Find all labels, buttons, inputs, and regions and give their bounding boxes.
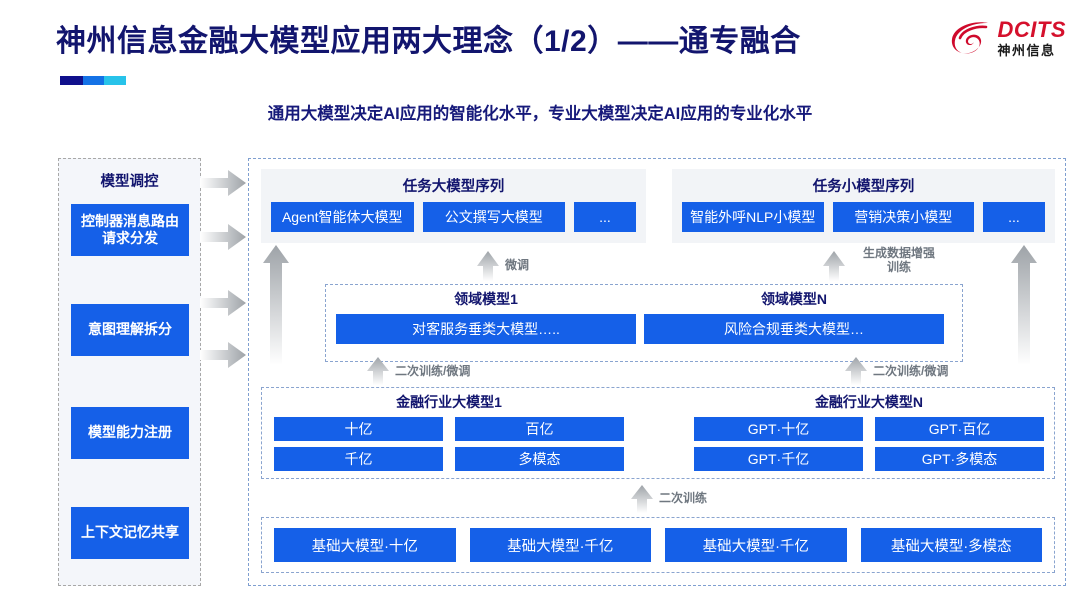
flow-arrow-up-retrain-left: [367, 357, 389, 385]
industry-model-1-grid: 十亿 百亿 千亿 多模态: [274, 417, 624, 471]
industry-model-1: 金融行业大模型1 十亿 百亿 千亿 多模态: [274, 392, 624, 471]
chip-more-large-models[interactable]: ...: [574, 202, 636, 232]
flow-arrow-up-data-augment: [823, 251, 845, 281]
flow-arrow-up-right-tall: [1011, 245, 1037, 365]
accent-segment-2: [83, 76, 105, 85]
logo-cn-label: 神州信息: [997, 43, 1056, 58]
logo-en-label: DCITS: [997, 17, 1066, 42]
base-model-2[interactable]: 基础大模型·千亿: [469, 528, 651, 562]
task-large-model-sequence: 任务大模型序列 Agent智能体大模型 公文撰写大模型 ...: [261, 169, 646, 243]
task-large-model-chip-row: Agent智能体大模型 公文撰写大模型 ...: [261, 196, 646, 232]
domain-model-1: 领域模型1 对客服务垂类大模型…..: [336, 289, 636, 344]
industry-model-n: 金融行业大模型N GPT·十亿 GPT·百亿 GPT·千亿 GPT·多模态: [694, 392, 1044, 471]
industry-model-n-cell-4[interactable]: GPT·多模态: [875, 447, 1044, 471]
logo-swirl-icon: [951, 22, 988, 54]
base-model-4[interactable]: 基础大模型·多模态: [860, 528, 1042, 562]
dcits-logo: DCITS 神州信息: [948, 18, 1067, 58]
flow-arrow-up-left-tall: [263, 245, 289, 365]
industry-model-n-title: 金融行业大模型N: [814, 394, 924, 410]
chip-agent-large-model[interactable]: Agent智能体大模型: [271, 202, 414, 232]
industry-model-1-cell-1[interactable]: 十亿: [274, 417, 443, 441]
chip-marketing-decision-small-model[interactable]: 营销决策小模型: [832, 202, 974, 232]
industry-model-frame: 金融行业大模型1 十亿 百亿 千亿 多模态 金融行业大模型N GPT·十亿 GP…: [261, 387, 1055, 479]
flow-arrow-up-retrain-center: [631, 485, 653, 513]
flow-arrow-up-fine-tune: [477, 251, 499, 281]
flow-arrow-right-3: [200, 290, 246, 316]
base-model-frame: 基础大模型·十亿 基础大模型·千亿 基础大模型·千亿 基础大模型·多模态: [261, 517, 1055, 573]
industry-model-1-cell-4[interactable]: 多模态: [455, 447, 624, 471]
model-control-sidebar: 模型调控 控制器消息路由请求分发 意图理解拆分 模型能力注册 上下文记忆共享: [58, 158, 201, 586]
task-small-model-chip-row: 智能外呼NLP小模型 营销决策小模型 ...: [672, 196, 1055, 232]
architecture-panel: 任务大模型序列 Agent智能体大模型 公文撰写大模型 ... 任务小模型序列 …: [248, 158, 1066, 586]
arrow-label-retrain-tune-right: 二次训练/微调: [873, 364, 949, 378]
sidebar-item-context-memory[interactable]: 上下文记忆共享: [71, 507, 189, 559]
accent-bar: [60, 76, 126, 85]
chip-document-writing-model[interactable]: 公文撰写大模型: [422, 202, 565, 232]
domain-model-frame: 领域模型1 对客服务垂类大模型….. 领域模型N 风险合规垂类大模型…: [325, 284, 963, 362]
flow-arrow-right-2: [200, 224, 246, 250]
domain-model-1-box[interactable]: 对客服务垂类大模型…..: [336, 314, 636, 344]
base-model-3[interactable]: 基础大模型·千亿: [665, 528, 847, 562]
industry-model-1-cell-3[interactable]: 千亿: [274, 447, 443, 471]
arrow-label-data-augment-line2: 训练: [886, 259, 911, 274]
task-small-model-sequence-title: 任务小模型序列: [812, 179, 915, 195]
industry-model-1-cell-2[interactable]: 百亿: [455, 417, 624, 441]
domain-model-n-title: 领域模型N: [760, 291, 828, 307]
industry-model-n-cell-3[interactable]: GPT·千亿: [694, 447, 863, 471]
sidebar-item-controller-routing[interactable]: 控制器消息路由请求分发: [71, 204, 189, 256]
page-title: 神州信息金融大模型应用两大理念（1/2）——通专融合: [56, 25, 801, 58]
flow-arrow-right-4: [200, 342, 246, 368]
sidebar-item-intent-parsing[interactable]: 意图理解拆分: [71, 304, 189, 356]
industry-model-n-cell-1[interactable]: GPT·十亿: [694, 417, 863, 441]
arrow-label-retrain-tune-left: 二次训练/微调: [395, 364, 471, 378]
accent-segment-1: [60, 76, 84, 85]
flow-arrow-right-1: [200, 170, 246, 196]
logo-text: DCITS 神州信息: [997, 17, 1067, 58]
domain-model-n-box[interactable]: 风险合规垂类大模型…: [644, 314, 944, 344]
task-small-model-sequence: 任务小模型序列 智能外呼NLP小模型 营销决策小模型 ...: [672, 169, 1055, 243]
sidebar-title: 模型调控: [100, 174, 159, 190]
industry-model-n-cell-2[interactable]: GPT·百亿: [875, 417, 1044, 441]
arrow-label-data-augment-line1: 生成数据增强: [862, 246, 935, 260]
arrow-label-data-augment: 生成数据增强 训练: [851, 246, 947, 275]
industry-model-n-grid: GPT·十亿 GPT·百亿 GPT·千亿 GPT·多模态: [694, 417, 1044, 471]
chip-outbound-nlp-small-model[interactable]: 智能外呼NLP小模型: [682, 202, 824, 232]
domain-model-1-title: 领域模型1: [454, 291, 518, 307]
arrow-label-fine-tune: 微调: [505, 258, 530, 272]
base-model-1[interactable]: 基础大模型·十亿: [274, 528, 456, 562]
chip-more-small-models[interactable]: ...: [983, 202, 1045, 232]
domain-model-n: 领域模型N 风险合规垂类大模型…: [644, 289, 944, 344]
accent-segment-3: [104, 76, 126, 85]
arrow-label-retrain: 二次训练: [659, 491, 708, 505]
sidebar-item-capability-registry[interactable]: 模型能力注册: [71, 407, 189, 459]
task-large-model-sequence-title: 任务大模型序列: [402, 179, 505, 195]
page-subtitle: 通用大模型决定AI应用的智能化水平，专业大模型决定AI应用的专业化水平: [267, 105, 813, 123]
industry-model-1-title: 金融行业大模型1: [396, 394, 502, 410]
flow-arrow-up-retrain-right: [845, 357, 867, 385]
